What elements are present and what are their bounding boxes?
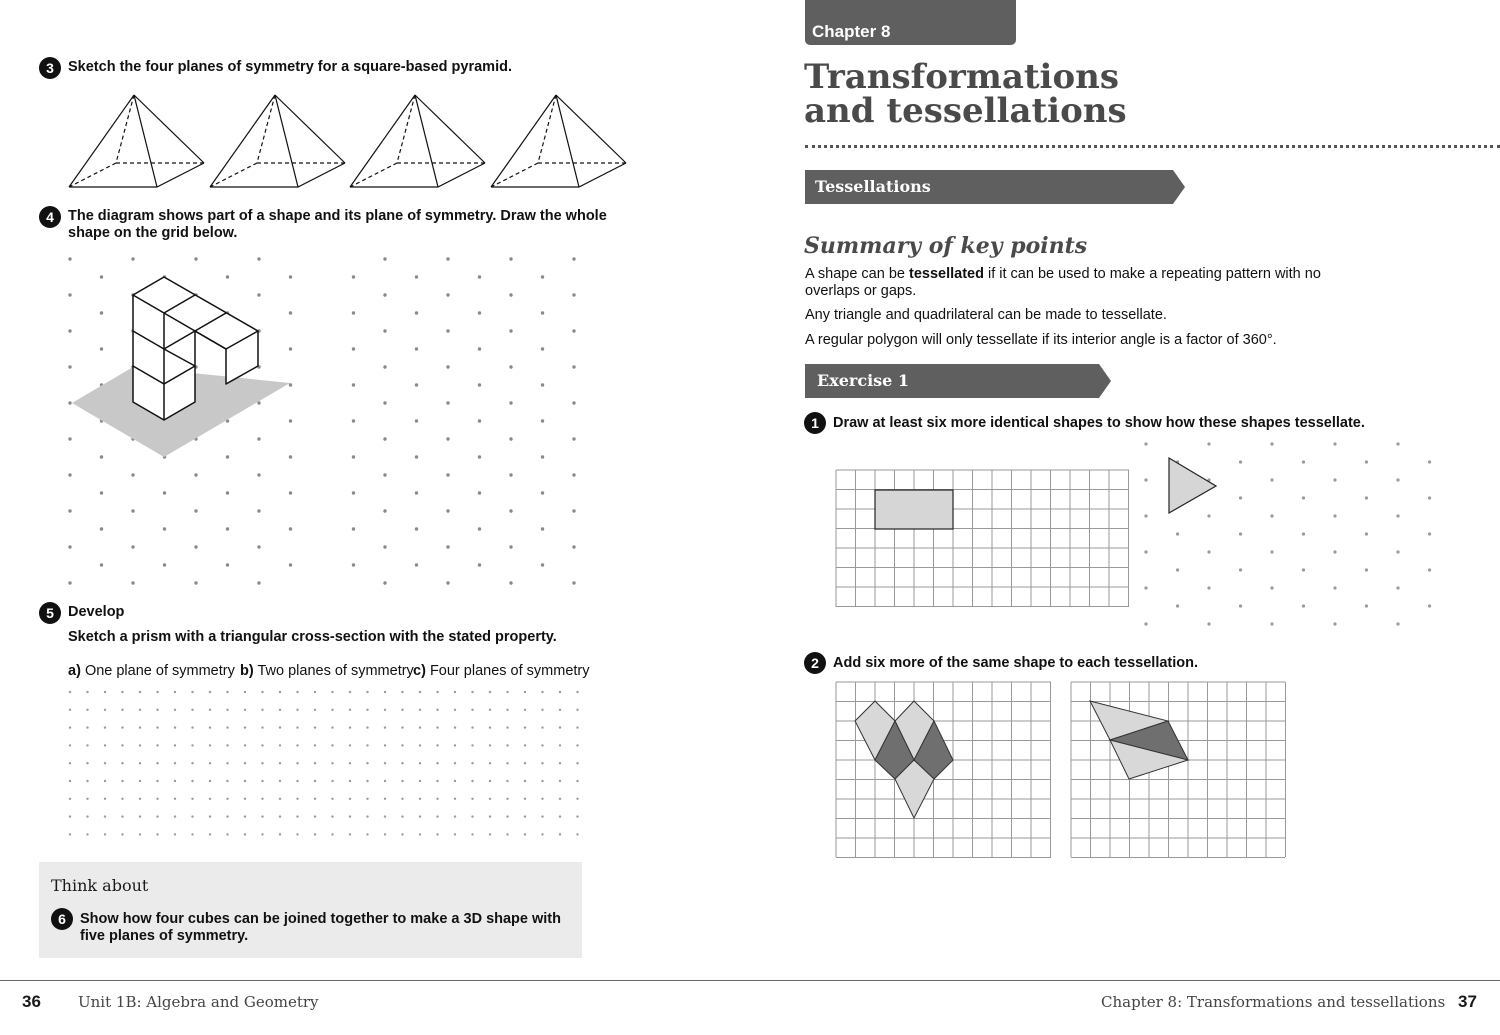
part-b: b) Two planes of symmetry bbox=[240, 663, 414, 680]
part-c-label: c) bbox=[413, 663, 426, 679]
triangle-tessellation bbox=[1089, 700, 1190, 780]
dotted-rule bbox=[805, 145, 1500, 148]
think-about-box bbox=[39, 862, 582, 958]
symmetry-plane bbox=[72, 367, 290, 457]
part-c-text: Four planes of symmetry bbox=[429, 663, 590, 679]
right-page-number: 37 bbox=[1458, 992, 1477, 1011]
think-about-heading: Think about bbox=[51, 876, 149, 895]
part-a: a) One plane of symmetry bbox=[68, 663, 235, 680]
summary-p1-before: A shape can be bbox=[805, 266, 909, 282]
exercise-question-number-2: 2 bbox=[804, 652, 826, 674]
part-b-text: Two planes of symmetry bbox=[257, 663, 414, 679]
exercise-question-2-text: Add six more of the same shape to each t… bbox=[833, 655, 1199, 671]
kite-tessellation bbox=[854, 700, 954, 820]
question-number-5: 5 bbox=[39, 602, 61, 624]
left-running-title: Unit 1B: Algebra and Geometry bbox=[78, 993, 319, 1011]
question-4-text-line2: shape on the grid below. bbox=[68, 225, 238, 241]
chapter-title-line1: Transformations bbox=[804, 57, 1120, 97]
part-c: c) Four planes of symmetry bbox=[413, 663, 590, 680]
summary-point-3: A regular polygon will only tessellate i… bbox=[805, 332, 1277, 348]
part-b-label: b) bbox=[240, 663, 254, 679]
question-5-text: Sketch a prism with a triangular cross-s… bbox=[68, 629, 557, 645]
question-4-text-line1: The diagram shows part of a shape and it… bbox=[68, 208, 607, 224]
isometric-grid-q4 bbox=[68, 257, 576, 585]
exercise-banner: Exercise 1 bbox=[805, 364, 1111, 398]
summary-p1-keyword: tessellated bbox=[909, 266, 984, 282]
right-running-title: Chapter 8: Transformations and tessellat… bbox=[1101, 993, 1446, 1011]
pyramid-diagrams bbox=[68, 94, 627, 188]
part-a-text: One plane of symmetry bbox=[84, 663, 235, 679]
summary-point-2: Any triangle and quadrilateral can be ma… bbox=[805, 307, 1167, 323]
footer-rule bbox=[0, 980, 1500, 981]
triangle-shape bbox=[1168, 456, 1218, 515]
exercise-question-1-text: Draw at least six more identical shapes … bbox=[833, 415, 1365, 431]
question-3-text: Sketch the four planes of symmetry for a… bbox=[68, 59, 512, 75]
rectangle-shape bbox=[874, 489, 954, 530]
dot-grid-q5 bbox=[68, 690, 579, 836]
question-number-4: 4 bbox=[39, 206, 61, 228]
chapter-tab bbox=[805, 0, 1016, 45]
left-page-number: 36 bbox=[22, 992, 41, 1011]
question-5-heading: Develop bbox=[68, 604, 125, 620]
tessellation-grids bbox=[835, 442, 1432, 858]
summary-p1-after: if it can be used to make a repeating pa… bbox=[983, 266, 1321, 282]
summary-heading: Summary of key points bbox=[804, 233, 1088, 259]
exercise-question-number-1: 1 bbox=[804, 412, 826, 434]
chapter-title-line2: and tessellations bbox=[804, 91, 1127, 131]
part-a-label: a) bbox=[68, 663, 81, 679]
question-number-6: 6 bbox=[51, 908, 73, 930]
question-number-3: 3 bbox=[39, 57, 61, 79]
summary-point-1-line2: overlaps or gaps. bbox=[805, 283, 917, 299]
chapter-tab-label: Chapter 8 bbox=[812, 22, 891, 41]
question-6-text-line1: Show how four cubes can be joined togeth… bbox=[80, 911, 561, 927]
summary-point-1: A shape can be tessellated if it can be … bbox=[805, 266, 1321, 283]
question-6-text-line2: five planes of symmetry. bbox=[80, 928, 249, 944]
section-banner-tessellations: Tessellations bbox=[805, 170, 1185, 204]
